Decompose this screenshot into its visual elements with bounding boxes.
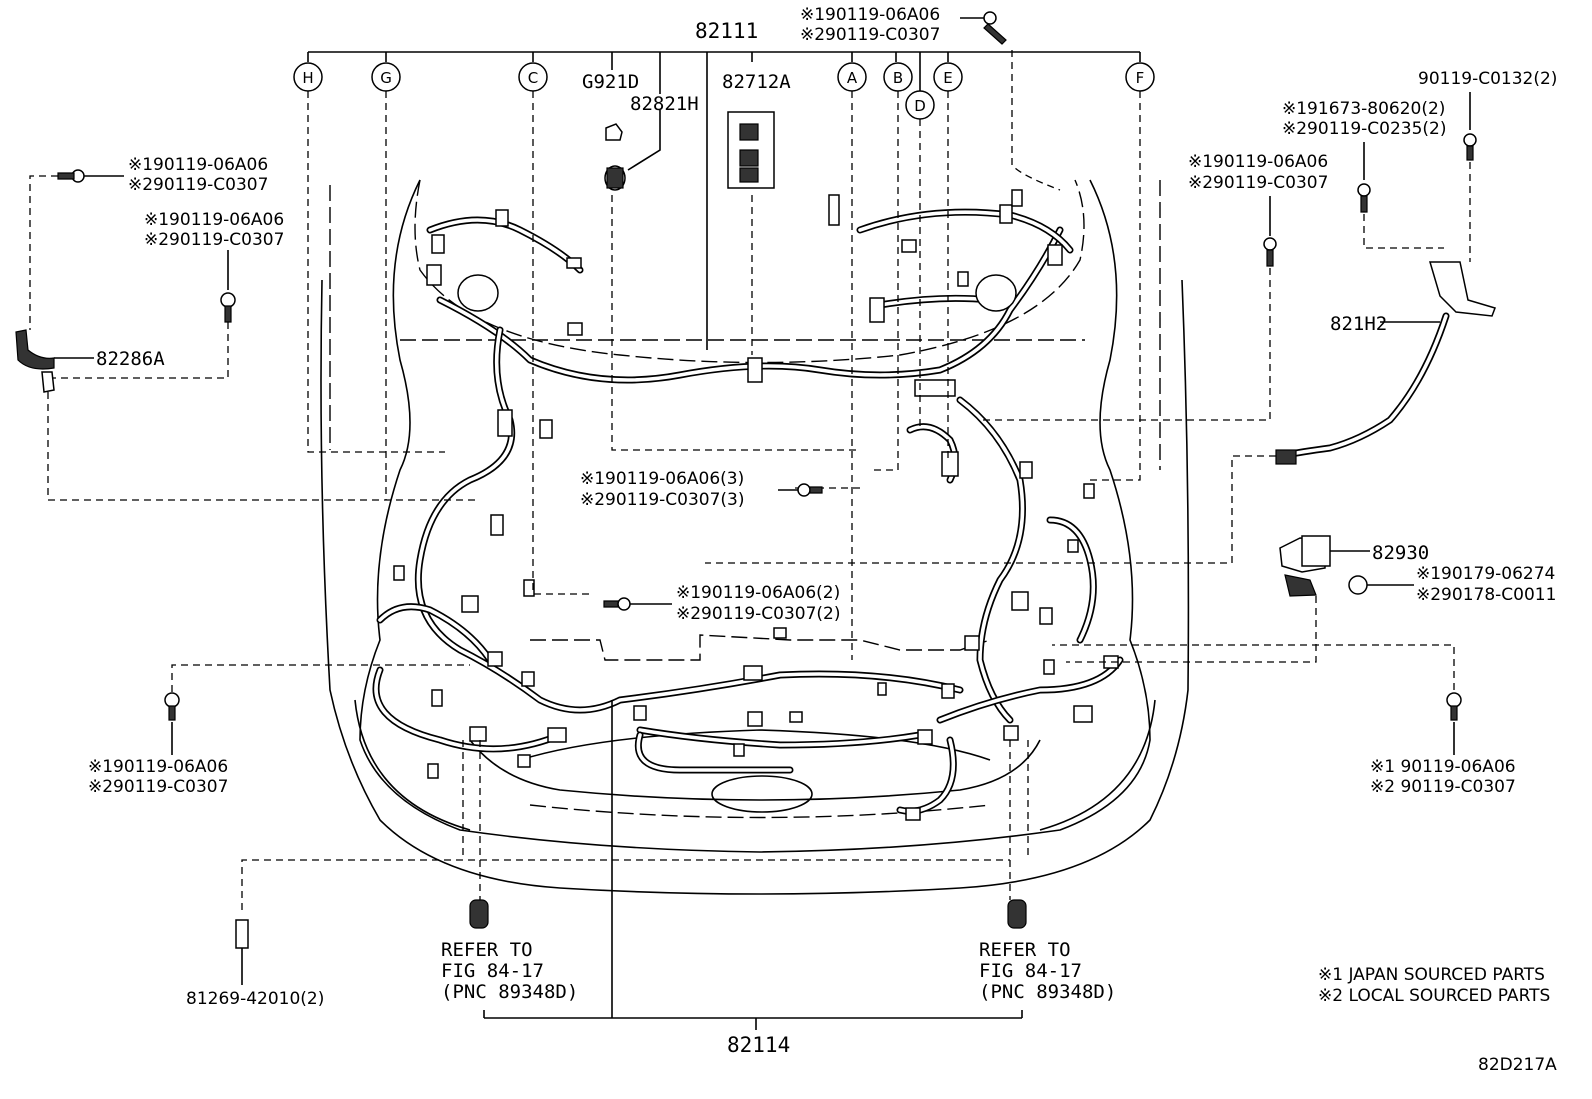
mid-bolt-icon [603,597,672,611]
top-label-bracket [307,51,1141,350]
harness-connectors [393,189,1119,821]
lower-right-bolt-callout-1: ※1 90119-06A06 [1370,757,1516,777]
top-bolt-callout-2: ※290119-C0307 [800,25,940,45]
81269-fuse [235,859,1010,985]
label-g921d: G921D [582,71,639,93]
circle-letter-a: A [847,69,858,87]
circle-letter-c: C [528,69,538,87]
lower-left-bolt-icon [164,664,470,755]
left-bolt-a-icon [29,169,124,330]
right-clip-callout-2: ※290178-C0011 [1416,585,1556,605]
refer-left-line-1: REFER TO [441,939,533,961]
right-top-callout-1: 90119-C0132(2) [1418,69,1557,89]
right-top-nut-icon [1357,142,1444,249]
right-top-callout-2: ※191673-80620(2) [1282,99,1445,119]
82286a-bracket [15,329,480,501]
left-bolt-b-callout-1: ※190119-06A06 [144,210,284,230]
right-top-bolt-icon [1463,92,1477,262]
label-81269: 81269-42010(2) [186,989,324,1009]
label-821h2: 821H2 [1330,313,1387,335]
right-top-callout-3: ※290119-C0235(2) [1282,119,1447,139]
label-82111: 82111 [695,19,758,43]
top-bolt-callout-1: ※190119-06A06 [800,5,940,25]
vehicle-body-outline [320,179,1190,895]
label-82930: 82930 [1372,542,1429,564]
82821h-part [604,110,661,191]
mid-bolt-callout-1: ※190119-06A06(2) [676,583,840,603]
refer-right-line-1: REFER TO [979,939,1071,961]
reference-leader-lines [307,50,1141,660]
reference-code: 82D217A [1478,1055,1557,1075]
right-bolt-callout-2: ※290119-C0307 [1188,173,1328,193]
lower-right-bolt-icon [1052,644,1462,755]
circle-letter-f: F [1136,69,1145,87]
mid-bolt-callout-2: ※290119-C0307(2) [676,604,841,624]
label-82821h: 82821H [630,93,699,115]
legend-note-2: ※2 LOCAL SOURCED PARTS [1318,986,1550,1006]
label-82286a: 82286A [96,348,165,370]
lower-left-bolt-callout-2: ※290119-C0307 [88,777,228,797]
harness-82114 [372,603,1124,815]
left-bolt-b-icon [52,250,236,379]
right-clip-callout-1: ※190179-06274 [1416,564,1555,584]
center-bolt-icon [778,483,823,497]
top-bolt-icon [960,11,1007,45]
bottom-label-bracket [483,700,1023,1030]
center-bolt-callout-2: ※290119-C0307(3) [580,490,745,510]
right-bolt-icon [980,196,1277,421]
lower-right-bolt-callout-2: ※2 90119-C0307 [1370,777,1516,797]
legend-note-1: ※1 JAPAN SOURCED PARTS [1318,965,1545,985]
82712a-part [727,111,775,189]
right-bolt-callout-1: ※190119-06A06 [1188,152,1328,172]
refer-left-line-3: (PNC 89348D) [441,981,578,1003]
label-82712a: 82712A [722,71,791,93]
refer-right-line-2: FIG 84-17 [979,960,1082,982]
82930-relay [1066,535,1370,663]
refer-left-connector [462,740,489,929]
refer-left-line-2: FIG 84-17 [441,960,544,982]
circle-letter-g: G [380,69,392,87]
left-bolt-a-callout-1: ※190119-06A06 [128,155,268,175]
left-bolt-a-callout-2: ※290119-C0307 [128,175,268,195]
refer-right-connector [1007,740,1029,929]
circle-letter-e: E [943,69,952,87]
circle-markers: H G C A B D E F [293,62,1155,120]
refer-right-line-3: (PNC 89348D) [979,981,1116,1003]
right-clip-icon [1348,575,1414,595]
circle-letter-h: H [302,69,313,87]
left-bolt-b-callout-2: ※290119-C0307 [144,230,284,250]
center-bolt-callout-1: ※190119-06A06(3) [580,469,744,489]
821h2-bracket [705,261,1496,564]
circle-letter-d: D [914,97,926,115]
g921d-part [605,123,623,141]
circle-letter-b: B [893,69,903,87]
lower-left-bolt-callout-1: ※190119-06A06 [88,757,228,777]
label-82114: 82114 [727,1033,790,1057]
